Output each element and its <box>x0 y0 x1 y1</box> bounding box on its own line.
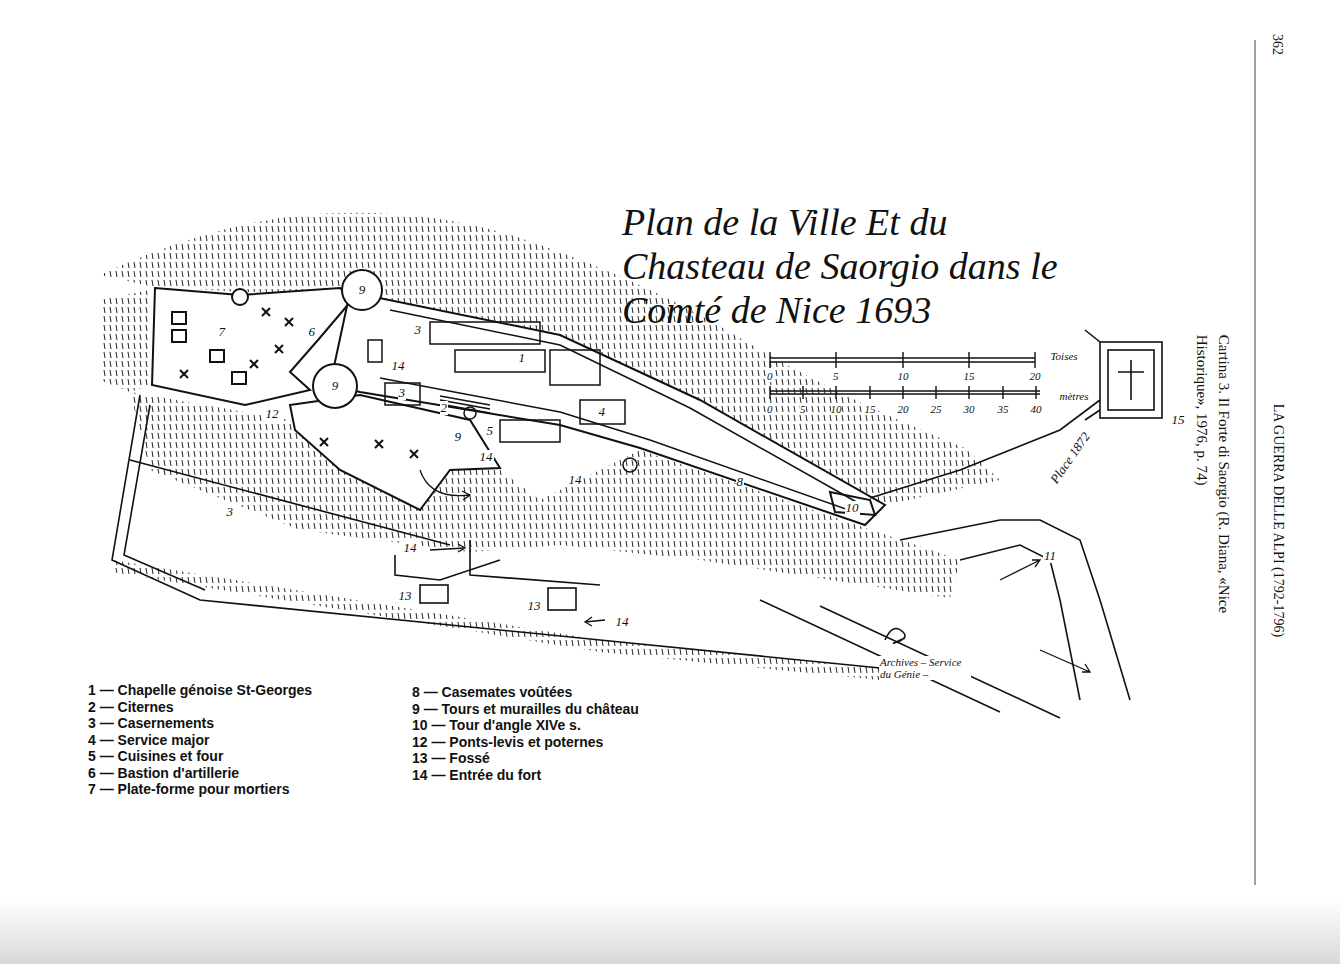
callout-number: 2 <box>440 401 449 415</box>
scale-number: 20 <box>1030 370 1041 382</box>
hillside <box>112 560 880 680</box>
callout-number: 3 <box>398 386 407 400</box>
scale-number: 0 <box>767 370 773 382</box>
callout-number: 1 <box>518 351 527 365</box>
scale-number: 5 <box>800 403 806 415</box>
archive-stamp <box>885 628 905 643</box>
legend-text: 14 — Entrée du fort <box>412 767 541 784</box>
legend-text: 6 — Bastion d'artillerie <box>88 765 239 782</box>
scale-number: 40 <box>1031 403 1042 415</box>
archive-note: Archives – Service du Génie – <box>879 656 971 680</box>
town-walls <box>112 330 1162 718</box>
legend-text: 13 — Fossé <box>412 750 490 767</box>
legend-text: 12 — Ponts-levis et poternes <box>412 734 603 751</box>
callout-number: 6 <box>308 325 317 339</box>
scale-number: 25 <box>931 403 942 415</box>
scale-number: 20 <box>898 403 909 415</box>
callout-number: 9 <box>332 378 339 394</box>
callout-number: 3 <box>226 505 235 519</box>
figure-caption: Cartina 3. Il Forte di Saorgio (R. Diana… <box>1190 335 1234 675</box>
page-number: 362 <box>1268 33 1285 54</box>
callout-number: 4 <box>598 405 607 419</box>
callout-number: 14 <box>568 473 583 487</box>
callout-number: 14 <box>479 450 494 464</box>
scale-number: 10 <box>831 403 842 415</box>
callout-number: 11 <box>1043 549 1057 563</box>
legend-text: 7 — Plate-forme pour mortiers <box>88 781 290 798</box>
legend-text: 8 — Casemates voûtées <box>412 684 572 701</box>
scale-number: 10 <box>898 370 909 382</box>
legend-text: 1 — Chapelle génoise St-Georges <box>88 682 312 699</box>
callout-number: 13 <box>527 599 542 613</box>
callout-number: 12 <box>265 407 280 421</box>
scale-number: 35 <box>998 403 1009 415</box>
running-header: LA GUERRA DELLE ALPI (1792-1796) <box>1269 403 1286 636</box>
legend-text: 10 — Tour d'angle XIVe s. <box>412 717 581 734</box>
tower-circle: 9 <box>341 269 383 311</box>
map-note: Place 1872 <box>1047 429 1094 487</box>
scan-shadow <box>0 900 1340 964</box>
callout-number: 14 <box>403 541 418 555</box>
callout-number: 9 <box>359 282 366 298</box>
plan-title: Plan de la Ville Et du Chasteau de Saorg… <box>622 200 1092 332</box>
legend-text: 4 — Service major <box>88 732 209 749</box>
route-arrow <box>420 470 1090 672</box>
scale-number: 0 <box>767 403 773 415</box>
scale-unit: Toises <box>1051 350 1078 362</box>
scale-number: 15 <box>964 370 975 382</box>
scale-number: 30 <box>964 403 975 415</box>
legend-text: 2 — Citernes <box>88 699 174 716</box>
tower-circle: 9 <box>312 363 358 409</box>
gun-symbol <box>172 308 418 458</box>
callout-number: 15 <box>1171 413 1186 427</box>
callout-number: 8 <box>736 475 745 489</box>
callout-number: 14 <box>615 615 630 629</box>
callout-number: 10 <box>845 501 860 515</box>
scale-unit: mètres <box>1060 390 1089 402</box>
callout-number: 3 <box>414 323 423 337</box>
margin-rule <box>1255 40 1256 885</box>
callout-number: 13 <box>398 589 413 603</box>
scale-number: 15 <box>865 403 876 415</box>
scale-number: 5 <box>833 370 839 382</box>
inner-walls <box>368 310 860 514</box>
legend-text: 9 — Tours et murailles du château <box>412 701 639 718</box>
legend-text: 3 — Casernements <box>88 715 214 732</box>
callout-number: 9 <box>454 430 463 444</box>
legend-text: 5 — Cuisines et four <box>88 748 223 765</box>
callout-number: 7 <box>218 325 227 339</box>
callout-number: 14 <box>391 359 406 373</box>
callout-number: 5 <box>486 424 495 438</box>
hillside <box>100 290 150 392</box>
scale-bar <box>770 352 1040 399</box>
